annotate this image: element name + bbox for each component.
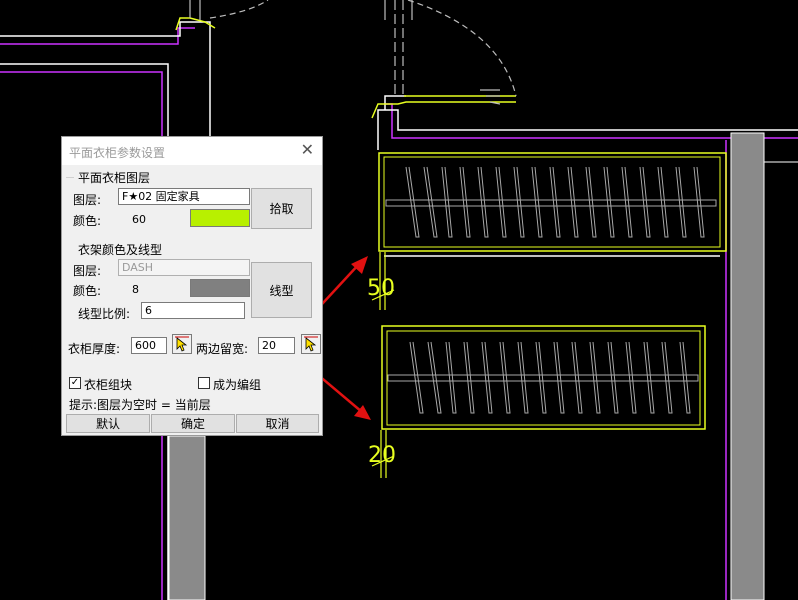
hanger-mark	[643, 341, 655, 414]
hanger-mark	[693, 166, 705, 238]
wardrobe-settings-dialog: 平面衣柜参数设置 ✕ 平面衣柜图层 图层: F★02 固定家具 颜色: 60 拾…	[61, 136, 323, 436]
hanger-mark	[603, 166, 615, 238]
default-button[interactable]: 默认	[66, 414, 150, 433]
hanger-mark	[661, 341, 673, 414]
hanger-mark	[639, 166, 651, 238]
margin-field[interactable]: 20	[258, 337, 295, 354]
hanger-mark	[499, 341, 511, 414]
hanger-mark	[679, 341, 691, 414]
hanger-mark	[405, 166, 420, 238]
margin-label: 两边留宽:	[196, 342, 249, 356]
hanger-mark	[495, 166, 507, 238]
hanger-mark	[427, 341, 442, 414]
door-swing	[189, 0, 517, 105]
door-hinges	[175, 17, 516, 119]
pick-button[interactable]: 拾取	[251, 188, 312, 229]
hanger-color-label: 颜色:	[73, 284, 102, 298]
title-bar[interactable]: 平面衣柜参数设置 ✕	[62, 137, 322, 165]
hanger-color-swatch[interactable]	[190, 279, 250, 297]
dimension-lower	[371, 430, 395, 478]
hanger-mark	[535, 341, 547, 414]
hanger-mark	[445, 341, 457, 414]
block-checkbox[interactable]: ✓	[69, 377, 81, 389]
hanger-mark	[571, 341, 583, 414]
group-label: 成为编组	[213, 378, 262, 392]
hanger-mark	[459, 166, 471, 238]
layer-label: 图层:	[73, 193, 102, 207]
scale-label: 线型比例:	[78, 307, 131, 321]
group1-border	[66, 177, 74, 178]
pillars	[168, 132, 798, 600]
hanger-mark	[589, 341, 601, 414]
depth-label: 衣柜厚度:	[68, 342, 121, 356]
wardrobe-lower	[381, 325, 706, 430]
hanger-mark	[423, 166, 438, 238]
dimension-upper	[371, 252, 395, 310]
ok-button[interactable]: 确定	[151, 414, 235, 433]
hanger-mark	[513, 166, 525, 238]
dimension-upper-label: 50	[367, 276, 395, 301]
hanger-mark	[585, 166, 597, 238]
dimension-lower-label: 20	[368, 443, 396, 468]
hanger-mark	[477, 166, 489, 238]
white-wall-lines	[0, 21, 798, 600]
group-hanger-title: 衣架颜色及线型	[78, 243, 163, 257]
hanger-color-value: 8	[132, 283, 139, 296]
hanger-layer-label: 图层:	[73, 264, 102, 278]
hanger-mark	[517, 341, 529, 414]
hanger-mark	[481, 341, 493, 414]
hanger-layer-field[interactable]: DASH	[118, 259, 250, 276]
close-icon[interactable]: ✕	[300, 140, 314, 159]
linetype-button[interactable]: 线型	[251, 262, 312, 318]
hanger-mark	[409, 341, 424, 414]
hanger-mark	[607, 341, 619, 414]
hanger-mark	[567, 166, 579, 238]
margin-pick-cursor-icon[interactable]	[301, 334, 321, 354]
color-label: 颜色:	[73, 214, 102, 228]
hanger-mark	[625, 341, 637, 414]
wardrobe-upper	[378, 152, 727, 252]
depth-pick-cursor-icon[interactable]	[172, 334, 192, 354]
dialog-title: 平面衣柜参数设置	[69, 146, 166, 160]
hanger-mark	[621, 166, 633, 238]
hanger-mark	[463, 341, 475, 414]
depth-field[interactable]: 600	[131, 337, 167, 354]
color-value: 60	[132, 213, 146, 226]
group-wardrobe-layer-title: 平面衣柜图层	[78, 171, 151, 185]
scale-field[interactable]: 6	[141, 302, 245, 319]
cancel-button[interactable]: 取消	[236, 414, 319, 433]
block-label: 衣柜组块	[84, 378, 133, 392]
group-checkbox[interactable]	[198, 377, 210, 389]
color-swatch[interactable]	[190, 209, 250, 227]
hanger-mark	[675, 166, 687, 238]
hanger-mark	[657, 166, 669, 238]
hanger-mark	[531, 166, 543, 238]
hanger-mark	[441, 166, 453, 238]
hanger-mark	[549, 166, 561, 238]
hanger-mark	[553, 341, 565, 414]
hint-text: 提示:图层为空时 = 当前层	[69, 398, 211, 412]
layer-field[interactable]: F★02 固定家具	[118, 188, 250, 205]
